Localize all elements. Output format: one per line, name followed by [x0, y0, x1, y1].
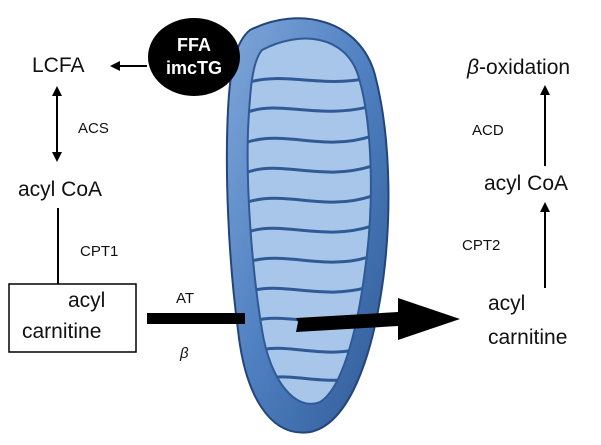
lcfa-label: LCFA: [32, 54, 85, 77]
acyl-coa-right-label: acyl CoA: [484, 172, 568, 195]
acs-enzyme-label: ACS: [78, 120, 109, 137]
ffa-imctg-circle: FFA imcTG: [148, 18, 240, 96]
circle-label-ffa: FFA: [177, 35, 211, 55]
cpt2-enzyme-label: CPT2: [462, 237, 500, 254]
acyl-carnitine-right-line2: carnitine: [488, 326, 567, 349]
cpt1-enzyme-label: CPT1: [80, 243, 118, 260]
at-enzyme-label: AT: [176, 290, 194, 307]
transport-bar-left: [147, 313, 245, 324]
beta-oxidation-label: β-oxidation: [466, 56, 570, 79]
acyl-carnitine-left-line1: acyl: [68, 289, 105, 312]
mitochondrion-icon: [225, 17, 390, 434]
transport-arrow-right: [296, 298, 460, 340]
acd-enzyme-label: ACD: [472, 122, 504, 139]
acyl-carnitine-right-line1: acyl: [488, 292, 525, 315]
circle-label-imctg: imcTG: [166, 58, 222, 78]
acyl-carnitine-left-box: [8, 283, 137, 353]
beta-oxidation-prefix: β: [466, 56, 479, 79]
beta-label: β: [179, 345, 189, 362]
acyl-carnitine-left-line2: carnitine: [22, 320, 101, 343]
beta-oxidation-rest: -oxidation: [479, 56, 570, 79]
acyl-coa-left-label: acyl CoA: [18, 178, 102, 201]
